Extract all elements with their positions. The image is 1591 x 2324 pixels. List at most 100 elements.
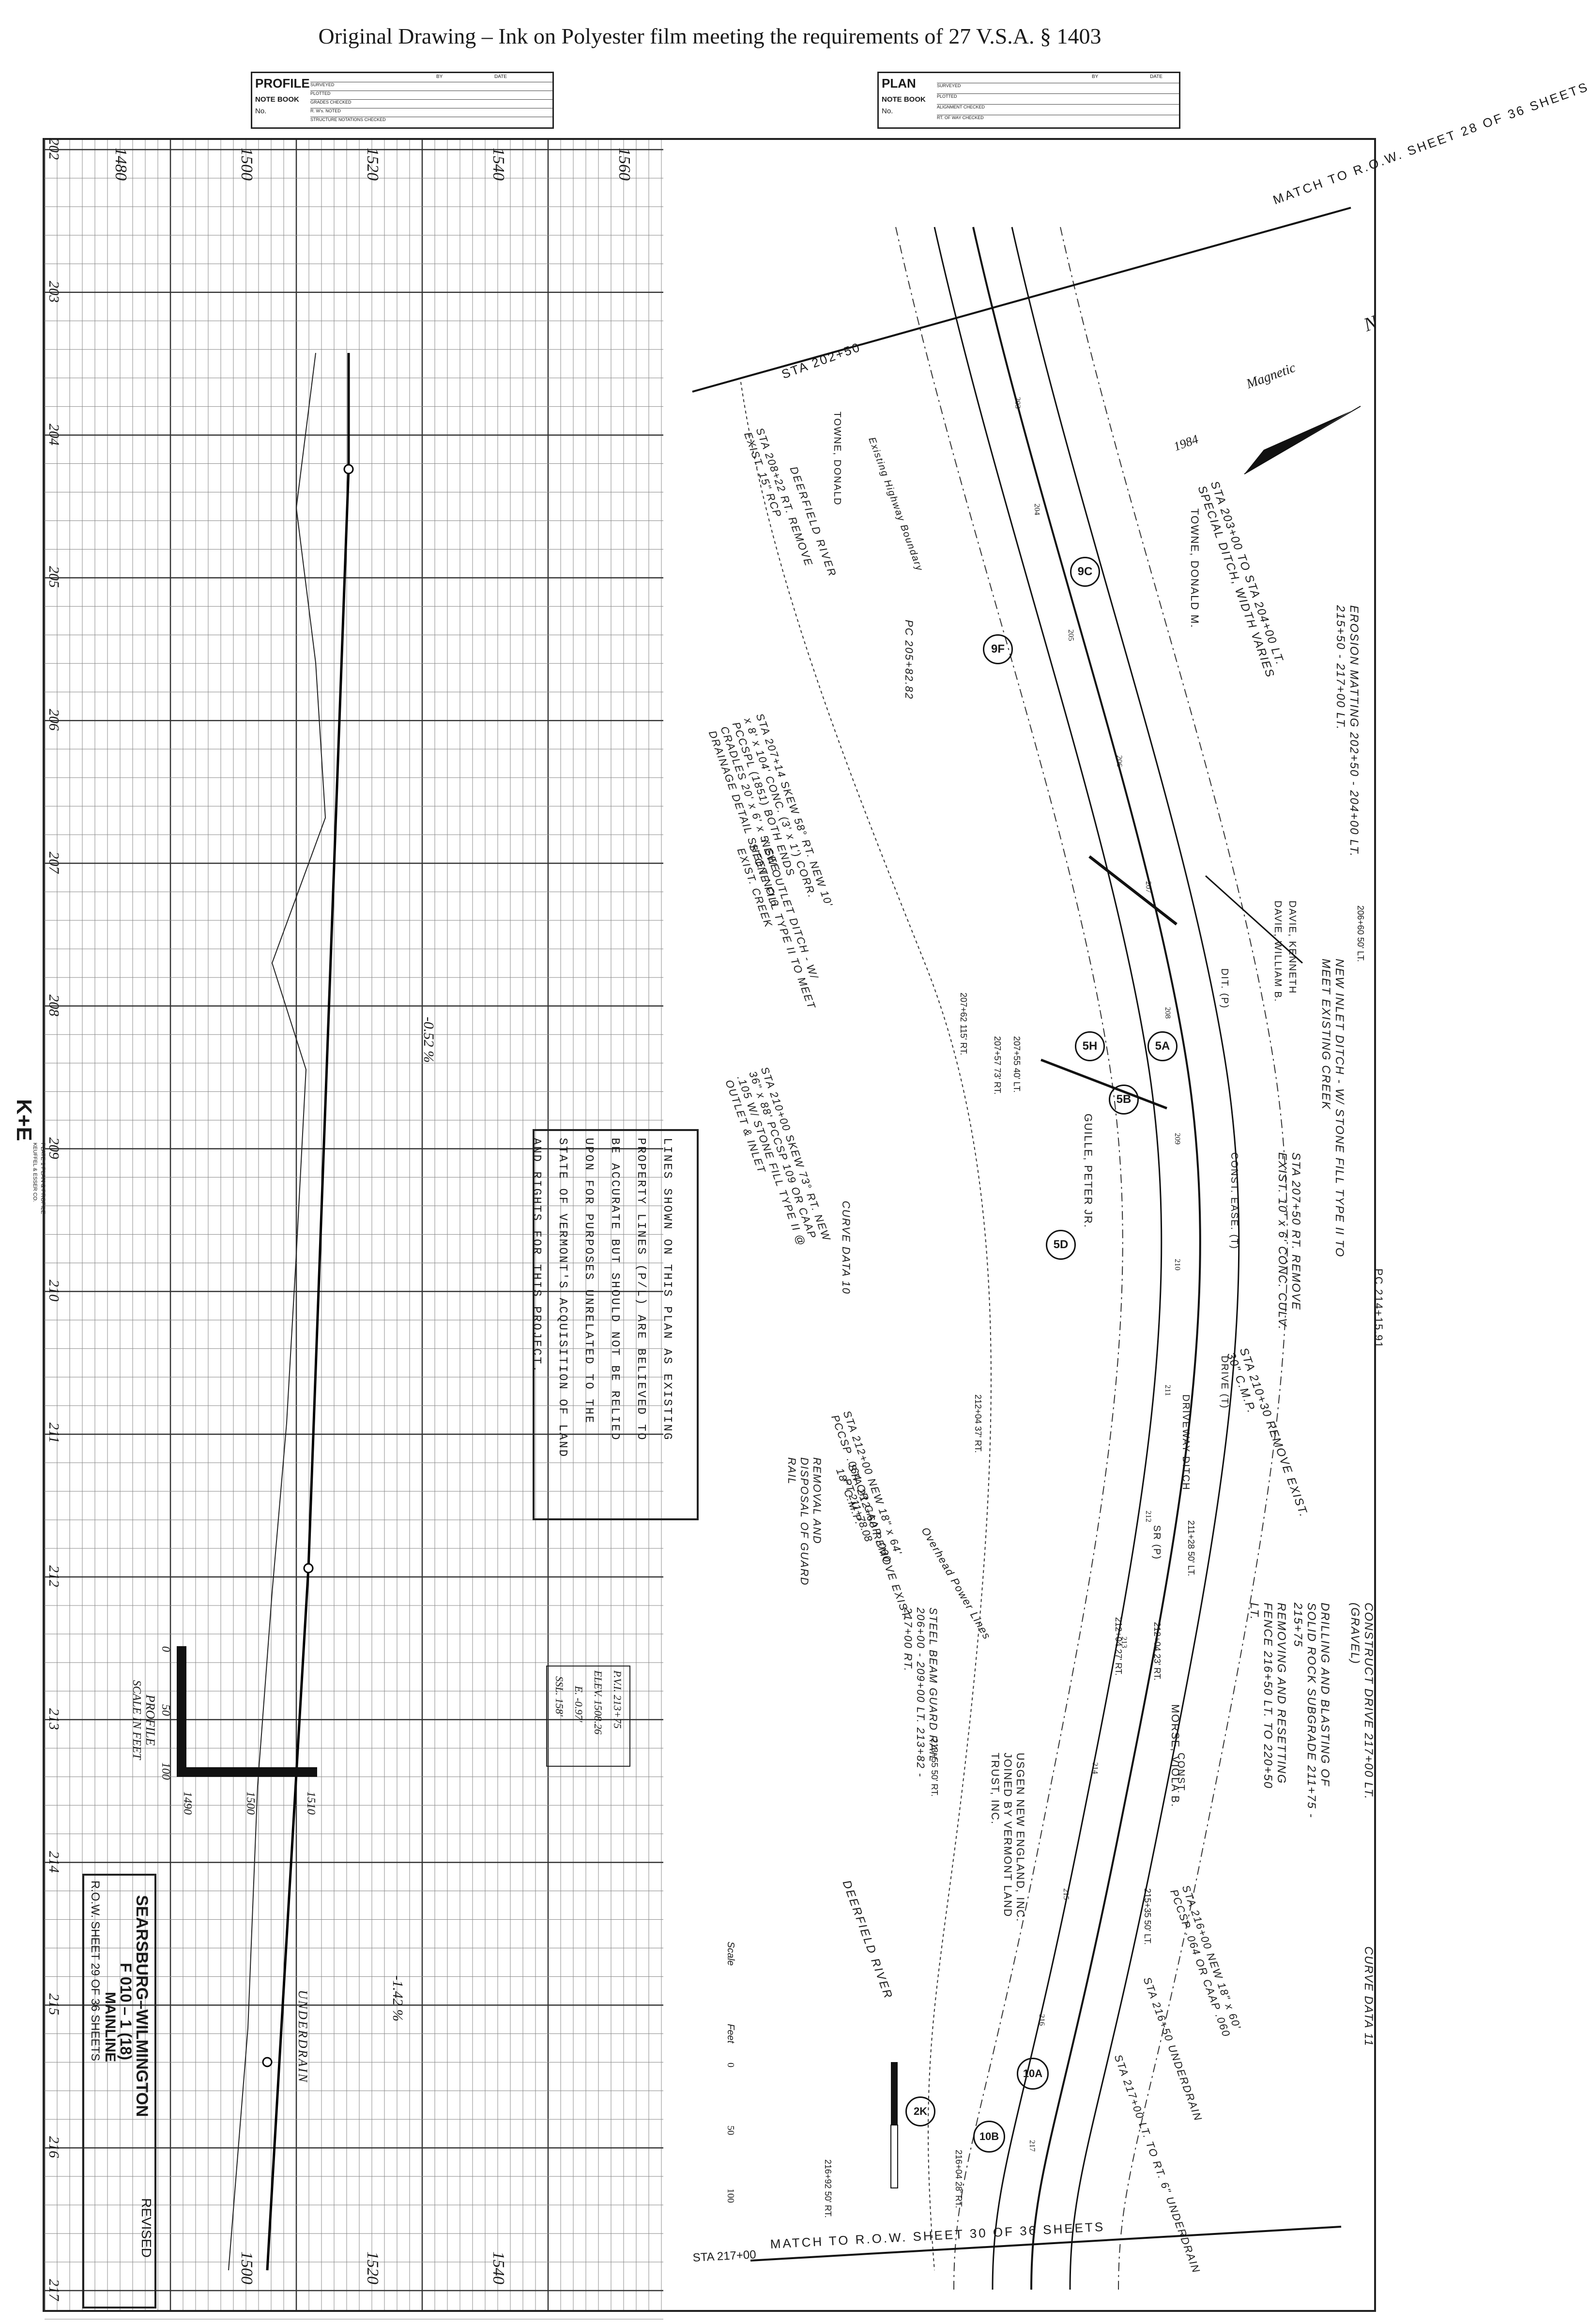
plan-note: DAVIE, WILLIAM B. [1272, 901, 1283, 1003]
profile-scale-bar-horizontal [186, 1767, 317, 1777]
plan-check-box: PLAN NOTE BOOK No. BY DATE SURVEYED PLOT… [877, 72, 1180, 129]
offset-tag: 207+57 73' RT. [993, 1036, 1002, 1095]
plan-note: Scale [725, 1942, 736, 1966]
profile-row: PLOTTED [310, 91, 331, 96]
profile-station-label: 209 [46, 1137, 62, 1159]
plan-note: NEW INLET DITCH - W/ STONE FILL TYPE II … [1319, 959, 1346, 1258]
drawing-header: Original Drawing – Ink on Polyester film… [318, 24, 1101, 48]
plan-box-title: PLAN [882, 76, 916, 91]
profile-scale-h: 50 [159, 1704, 172, 1716]
plan-note: Feet [725, 2024, 736, 2044]
offset-tag: 207+62 115' RT. [959, 993, 968, 1055]
profile-station-label: 204 [46, 423, 62, 445]
offset-tag: 216+04 28' RT. [954, 2150, 964, 2208]
profile-check-box: PROFILE NOTE BOOK No. BY DATE SURVEYED P… [251, 72, 554, 129]
circle-tag: 10B [973, 2121, 1005, 2153]
design-grade-line [266, 353, 350, 2271]
profile-station-label: 202 [46, 138, 62, 160]
pvi-marker [262, 2057, 273, 2067]
edge-right [1011, 227, 1240, 2290]
profile-station-label: 215 [46, 1993, 62, 2016]
plan-note: STA 207+50 RT. REMOVE EXIST. 10' x 6' CO… [1276, 1152, 1302, 1330]
profile-row: SURVEYED [310, 82, 335, 87]
plan-station: 211 [1163, 1385, 1172, 1396]
plan-scale-tick: 0 [725, 2063, 736, 2067]
row-line-right [1060, 227, 1288, 2290]
plan-row: SURVEYED [937, 83, 961, 88]
circle-tag: 5B [1109, 1085, 1139, 1115]
plan-note: CONST. [1176, 1753, 1186, 1794]
circle-tag: 2K [905, 2096, 935, 2126]
plan-note: DIT. (P) [1219, 968, 1230, 1009]
plan-note: PC 214+15.91 [1373, 1269, 1385, 1349]
plan-box-no: No. [882, 107, 893, 115]
note-line: BE ACCURATE BUT SHOULD NOT BE RELIED [608, 1138, 621, 1441]
profile-station-label: 217 [46, 2279, 62, 2301]
sheet-border [43, 138, 1376, 2312]
offset-tag: 215+35 50' LT. [1143, 1888, 1152, 1945]
profile-scale-bar-vertical [177, 1646, 186, 1777]
profile-scale-title: PROFILE [143, 1695, 157, 1746]
profile-elevation: 1560 [615, 148, 633, 181]
plan-note: CURVE DATA 10 [840, 1201, 852, 1295]
inlet-ditch [1205, 875, 1303, 964]
profile-station-label: 210 [46, 1280, 62, 1302]
circle-tag: 9F [983, 634, 1013, 664]
plan-note: SR (P) [1151, 1525, 1162, 1560]
profile-box-date: DATE [494, 74, 507, 79]
north-arrow-icon [1244, 406, 1361, 474]
plan-row: RT. OF WAY CHECKED [937, 115, 984, 120]
plan-station: 209 [1173, 1133, 1181, 1145]
profile-elevation-bottom: 1540 [490, 2251, 507, 2284]
pvi-line: ELEV. 1508.26 [592, 1670, 604, 1735]
plan-note: CONSTRUCT DRIVE 217+00 LT. (GRAVEL) [1348, 1603, 1375, 1800]
match-line-bottom [750, 2226, 1342, 2262]
profile-elevation: 1480 [112, 148, 130, 181]
plan-station: 206 [1115, 755, 1123, 767]
plan-note: TOWNE, DONALD M. [1189, 508, 1201, 628]
profile-scale-v: 1490 [181, 1791, 194, 1815]
underdrain-label: UNDERDRAIN [296, 1990, 310, 2084]
row-line-left [895, 227, 1123, 2290]
plan-note: GUILLE, PETER JR. [1082, 1114, 1094, 1228]
profile-station-label: 208 [46, 994, 62, 1016]
profile-scale-h: 100 [159, 1762, 172, 1780]
pvi-line: SSL. 158' [553, 1676, 566, 1716]
profile-station-label: 212 [46, 1565, 62, 1587]
plan-note: DAVIE, KENNETH [1287, 901, 1298, 994]
plan-box-by: BY [1092, 74, 1099, 79]
river-edge [740, 382, 992, 2271]
plan-note: REMOVING AND RESETTING FENCE 216+50 LT. … [1248, 1603, 1288, 1789]
profile-elevation: 1540 [490, 148, 507, 181]
offset-tag: 216+92 50' RT. [823, 2159, 833, 2218]
plan-scale-bar [890, 2062, 898, 2188]
ke-sub: KEUFFEL & ESSER CO. [32, 1143, 38, 1202]
plan-station: 205 [1067, 629, 1075, 641]
offset-tag: 212+04 23' RT. [1152, 1622, 1162, 1681]
profile-station-label: 207 [46, 852, 62, 873]
grade-label-1: -0.52 % [421, 1017, 437, 1063]
pvi-line: P.V.I. 213+75 [612, 1670, 624, 1729]
plan-station: 207 [1144, 881, 1152, 893]
edge-left [933, 227, 1163, 2290]
profile-station-label: 216 [46, 2136, 62, 2158]
profile-station-label: 213 [46, 1708, 62, 1730]
culvert-210 [1040, 1058, 1167, 1110]
circle-tag: 5D [1046, 1230, 1076, 1260]
note-text: LINES SHOWN ON THIS PLAN AS EXISTING PRO… [523, 1138, 680, 1511]
project-name: SEARSBURG–WILMINGTON [133, 1895, 151, 2117]
plan-note: PC 205+82.82 [903, 620, 915, 700]
plan-note: TOWNE, DONALD [832, 412, 842, 506]
plan-note: CONST. EASE. (T) [1229, 1152, 1239, 1250]
culvert-207 [1088, 855, 1178, 926]
circle-tag: 5A [1147, 1031, 1178, 1061]
pvi-marker [303, 1563, 314, 1574]
profile-row: GRADES CHECKED [310, 100, 352, 105]
profile-elevation: 1520 [364, 148, 382, 181]
plan-scale-tick: 50 [725, 2125, 736, 2135]
offset-tag: 212+04 27' RT. [1114, 1617, 1123, 1676]
circle-tag: 5H [1075, 1031, 1105, 1061]
plan-station: 215 [1062, 1888, 1070, 1900]
profile-station-label: 211 [46, 1422, 62, 1443]
plan-note: CURVE DATA 11 [1362, 1946, 1375, 2047]
